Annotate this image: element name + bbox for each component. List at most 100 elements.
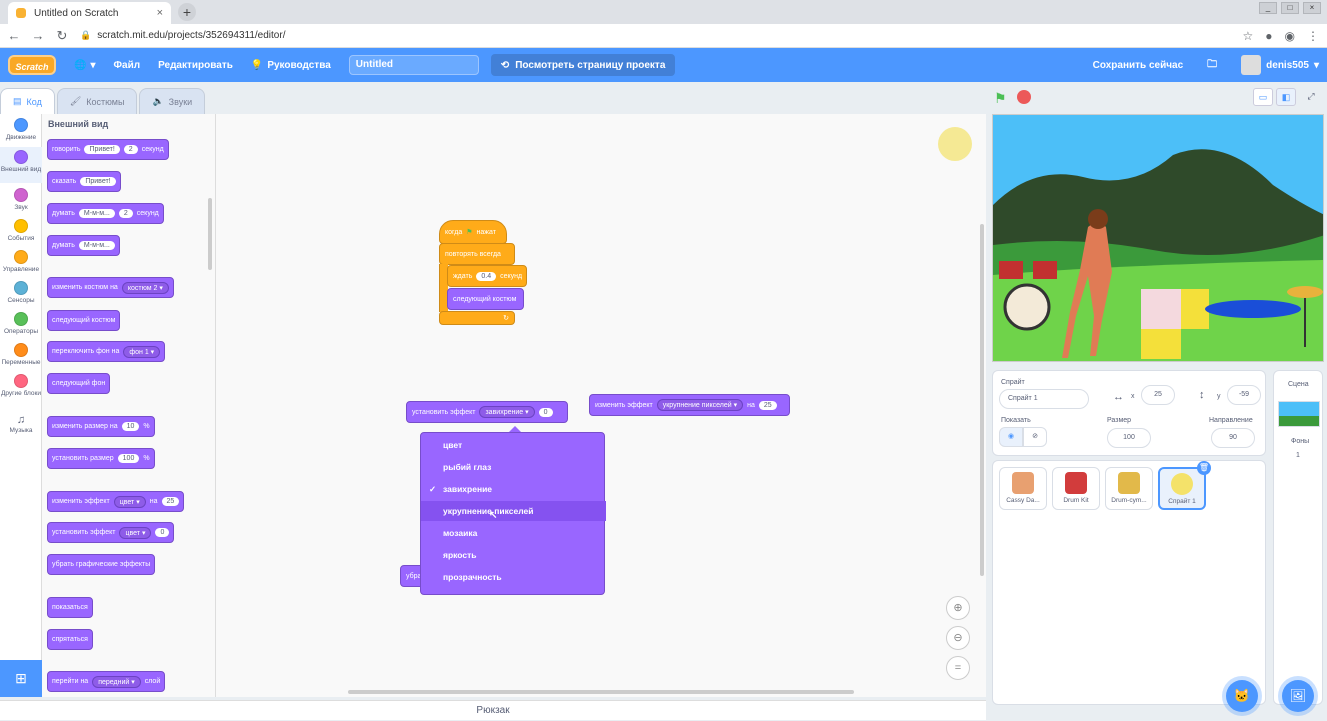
category-sound[interactable]: Звук xyxy=(0,188,42,211)
close-window-icon[interactable]: × xyxy=(1303,2,1321,14)
show-block[interactable]: показаться xyxy=(47,597,93,618)
stage-selector-panel[interactable]: Сцена Фоны 1 xyxy=(1273,370,1323,705)
category-motion[interactable]: Движение xyxy=(0,118,42,141)
block-input[interactable]: 0 xyxy=(538,407,553,417)
change-effect-block[interactable]: изменить эффект укрупнение пикселей ▾ на… xyxy=(589,394,790,416)
back-icon[interactable]: ← xyxy=(7,28,21,43)
minimize-icon[interactable]: _ xyxy=(1259,2,1277,14)
block-input[interactable]: 0.4 xyxy=(476,271,497,281)
choose-sprite-button[interactable]: 🐱 xyxy=(1226,680,1258,712)
chrome-menu-icon[interactable]: ⋮ xyxy=(1307,29,1319,43)
add-extension-button[interactable]: ⊞ xyxy=(0,660,42,697)
dropdown-option[interactable]: яркость xyxy=(443,550,477,560)
wait-block[interactable]: ждать 0.4 секунд xyxy=(447,265,527,287)
category-sensing[interactable]: Сенсоры xyxy=(0,281,42,304)
block-input[interactable]: 10 xyxy=(121,422,140,431)
save-now-button[interactable]: Сохранить сейчас xyxy=(1092,59,1184,71)
block-input[interactable]: 100 xyxy=(117,454,140,463)
block-input[interactable]: 2 xyxy=(118,209,133,218)
switch-backdrop-block[interactable]: переключить фон на фон 1 ▾ xyxy=(47,341,166,362)
sprite-name-field[interactable]: Спрайт 1 xyxy=(999,389,1089,409)
block-input[interactable]: 0 xyxy=(155,528,170,537)
block-dropdown[interactable]: цвет ▾ xyxy=(119,526,152,539)
choose-backdrop-button[interactable]: 🖼 xyxy=(1282,680,1314,712)
stage-canvas[interactable] xyxy=(992,114,1324,362)
block-input[interactable]: 2 xyxy=(123,145,138,154)
workspace-vertical-scrollbar[interactable] xyxy=(980,224,984,576)
next-costume-block[interactable]: следующий костюм xyxy=(47,310,121,331)
fullscreen-button[interactable]: ⤢ xyxy=(1301,88,1321,106)
block-dropdown[interactable]: цвет ▾ xyxy=(113,495,146,508)
think-block[interactable]: думать М-м-м... xyxy=(47,235,120,256)
set-effect-block[interactable]: установить эффект завихрение ▾ 0 xyxy=(406,401,568,423)
tutorials-menu[interactable]: 💡 Руководства xyxy=(251,60,331,71)
say-block[interactable]: сказать Привет! xyxy=(47,171,121,192)
dropdown-option-highlighted[interactable]: укрупнение пикселей ↖ xyxy=(421,501,606,521)
go-to-layer-block[interactable]: перейти на передний ▾ слой xyxy=(47,671,166,692)
palette-scrollbar[interactable] xyxy=(208,198,212,270)
hide-block[interactable]: спрятаться xyxy=(47,629,93,650)
block-dropdown[interactable]: передний ▾ xyxy=(92,675,141,688)
see-project-page-button[interactable]: ⟲ Посмотреть страницу проекта xyxy=(490,54,676,76)
forward-icon[interactable]: → xyxy=(31,28,45,43)
when-flag-clicked-block[interactable]: когда ⚑ нажат xyxy=(439,220,507,244)
change-size-block[interactable]: изменить размер на 10 % xyxy=(47,416,155,437)
dropdown-option-checked[interactable]: ✓ завихрение xyxy=(421,479,606,499)
effect-dropdown[interactable]: укрупнение пикселей ▾ xyxy=(656,399,744,411)
set-size-block[interactable]: установить размер 100 % xyxy=(47,448,155,469)
sprite-tile[interactable]: Drum-cym... xyxy=(1105,467,1153,510)
normal-stage-button[interactable]: ◧ xyxy=(1276,88,1296,106)
sprite-tile-selected[interactable]: Спрайт 1 xyxy=(1158,467,1206,510)
next-backdrop-block[interactable]: следующий фон xyxy=(47,373,111,394)
clear-effects-block-partial[interactable]: убра xyxy=(400,565,424,587)
clear-effects-block[interactable]: убрать графические эффекты xyxy=(47,554,156,575)
change-effect-block[interactable]: изменить эффект цвет ▾ на 25 xyxy=(47,491,185,512)
set-effect-block[interactable]: установить эффект цвет ▾ 0 xyxy=(47,522,175,543)
next-costume-block[interactable]: следующий костюм xyxy=(447,288,524,310)
category-operators[interactable]: Операторы xyxy=(0,312,42,335)
tab-sounds[interactable]: 🔈 Звуки xyxy=(139,88,206,114)
direction-field[interactable]: 90 xyxy=(1211,428,1255,448)
dropdown-option[interactable]: цвет xyxy=(443,440,463,450)
stop-sign-icon[interactable] xyxy=(1017,90,1031,104)
effect-dropdown[interactable]: завихрение ▾ xyxy=(479,406,535,418)
dropdown-option[interactable]: мозаика xyxy=(443,528,478,538)
scratch-logo[interactable]: Scratch xyxy=(8,55,56,75)
profile-icon[interactable]: ◉ xyxy=(1284,29,1295,43)
browser-tab[interactable]: Untitled on Scratch × xyxy=(8,2,171,24)
block-dropdown[interactable]: костюм 2 ▾ xyxy=(121,281,169,294)
zoom-out-button[interactable]: ⊖ xyxy=(946,626,970,650)
maximize-icon[interactable]: □ xyxy=(1281,2,1299,14)
category-looks[interactable]: Внешний вид xyxy=(0,147,42,183)
x-position-field[interactable]: 25 xyxy=(1141,385,1175,405)
close-tab-icon[interactable]: × xyxy=(156,7,163,19)
y-position-field[interactable]: -59 xyxy=(1227,385,1261,405)
new-tab-button[interactable]: + xyxy=(178,3,196,21)
small-stage-button[interactable]: ▭ xyxy=(1253,88,1273,106)
address-bar[interactable]: 🔒 scratch.mit.edu/projects/352694311/edi… xyxy=(80,30,285,41)
my-stuff-folder-icon[interactable]: 🗀 xyxy=(1207,58,1218,70)
delete-sprite-button[interactable]: 🗑 xyxy=(1197,461,1211,475)
tab-code[interactable]: ▤ Код xyxy=(0,88,55,114)
category-my-blocks[interactable]: Другие блоки xyxy=(0,374,42,397)
extension-icon[interactable]: ● xyxy=(1265,29,1273,43)
account-menu[interactable]: denis505 ▾ xyxy=(1241,55,1319,75)
language-menu[interactable]: 🌐▾ xyxy=(74,60,95,71)
category-control[interactable]: Управление xyxy=(0,250,42,273)
dropdown-option[interactable]: рыбий глаз xyxy=(443,462,492,472)
green-flag-icon[interactable]: ⚑ xyxy=(994,90,1007,106)
reload-icon[interactable]: ↻ xyxy=(56,27,68,43)
show-hidden-button[interactable]: ⊘ xyxy=(1023,427,1047,447)
think-secs-block[interactable]: думать М-м-м... 2 секунд xyxy=(47,203,164,224)
block-input[interactable]: М-м-м... xyxy=(78,241,115,250)
block-input[interactable]: М-м-м... xyxy=(78,209,115,218)
zoom-reset-button[interactable]: = xyxy=(946,656,970,680)
workspace-horizontal-scrollbar[interactable] xyxy=(348,690,854,694)
show-visible-button[interactable]: ◉ xyxy=(999,427,1023,447)
block-input[interactable]: Привет! xyxy=(80,177,116,186)
category-music[interactable]: ♫ Музыка xyxy=(0,413,42,434)
category-variables[interactable]: Переменные xyxy=(0,343,42,366)
sprite-tile[interactable]: Cassy Da... xyxy=(999,467,1047,510)
project-title-input[interactable]: Untitled xyxy=(348,55,479,75)
bookmark-star-icon[interactable]: ☆ xyxy=(1242,29,1254,43)
